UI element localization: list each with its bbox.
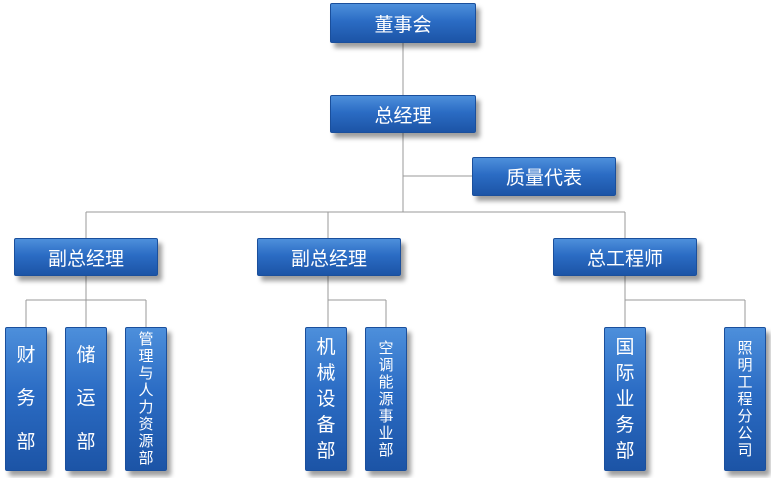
node-general-manager: 总经理 (330, 95, 476, 133)
node-chief-engineer-label: 总工程师 (586, 247, 663, 270)
node-international-business-dept: 国际业务部 (604, 327, 646, 471)
node-vice-gm-1-label: 副总经理 (47, 247, 124, 270)
node-lighting-engineering-branch: 照明工程分公司 (724, 327, 766, 471)
node-quality-representative-label: 质量代表 (505, 167, 582, 189)
node-mechanical-equipment-dept: 机械设备部 (305, 327, 347, 471)
node-storage-transport-dept: 储运部 (65, 327, 107, 471)
node-management-hr-dept: 管理与人力资源部 (125, 327, 167, 471)
node-vice-gm-2-label: 副总经理 (290, 247, 367, 270)
node-chief-engineer: 总工程师 (553, 238, 697, 276)
node-quality-representative: 质量代表 (472, 157, 616, 196)
node-board: 董事会 (330, 3, 476, 43)
node-aircon-energy-division: 空调能源事业部 (365, 327, 407, 471)
node-finance-dept: 财务部 (5, 327, 47, 471)
node-vice-gm-1: 副总经理 (14, 238, 158, 276)
node-vice-gm-2: 副总经理 (257, 238, 401, 276)
node-board-label: 董事会 (374, 13, 432, 36)
node-general-manager-label: 总经理 (374, 104, 432, 127)
